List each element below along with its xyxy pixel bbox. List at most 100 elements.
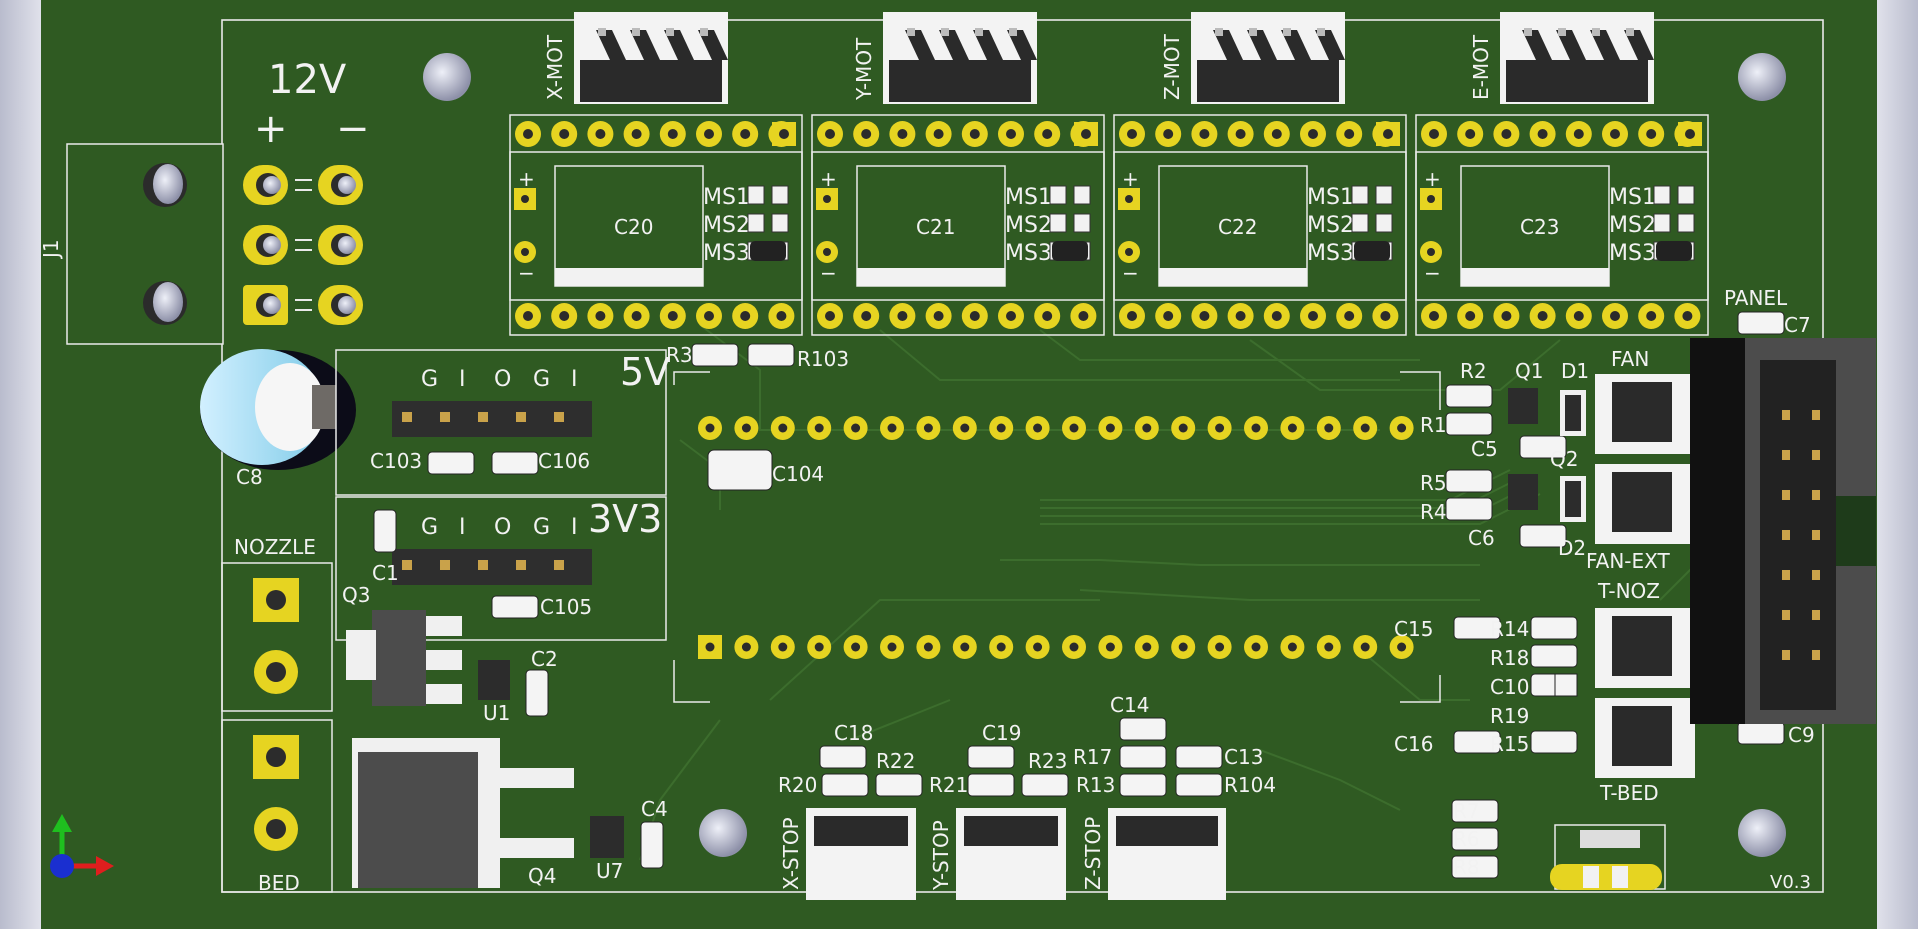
silk-boxes xyxy=(221,349,1441,893)
motor-label: Z-MOT xyxy=(1160,33,1184,100)
r13-label: R13 xyxy=(1076,773,1115,797)
motor-connector-2: Y-MOT xyxy=(852,12,1037,104)
motor-connector-1: X-MOT xyxy=(543,12,728,104)
r22-label: R22 xyxy=(876,749,915,773)
microstep-label-1: MS1 xyxy=(1307,185,1354,210)
stepper-drivers: +−C20MS1MS2MS3+−C21MS1MS2MS3+−C22MS1MS2M… xyxy=(509,114,1709,336)
q4-label: Q4 xyxy=(528,864,556,888)
header-3v3-pin-2: I xyxy=(459,515,466,540)
driver-plus-label: + xyxy=(1122,167,1139,191)
pcb-substrate xyxy=(41,0,1877,929)
r17-label: R17 xyxy=(1073,745,1112,769)
r104-label: R104 xyxy=(1224,773,1276,797)
microstep-label-1: MS1 xyxy=(1005,185,1052,210)
mcu-headers xyxy=(698,416,1414,659)
side-connectors xyxy=(1595,374,1695,778)
r7-label: R7 xyxy=(1453,799,1480,823)
driver-minus-label: − xyxy=(1122,261,1139,285)
q3-label: Q3 xyxy=(342,583,370,607)
header-5v-pin-3: O xyxy=(494,367,511,392)
c19-label: C19 xyxy=(982,721,1021,745)
motor-connector-3: Z-MOT xyxy=(1160,12,1345,104)
microstep-label-3: MS3 xyxy=(1005,241,1052,266)
capacitor-c8 xyxy=(200,349,356,470)
c4-label: C4 xyxy=(641,797,668,821)
r6-label: R6 xyxy=(1453,827,1480,851)
microstep-label-2: MS2 xyxy=(1005,213,1052,238)
driver-cap-label: C23 xyxy=(1520,215,1559,239)
minus-label: − xyxy=(336,106,370,152)
header-3v3-pin-4: G xyxy=(533,515,550,540)
r23-label: R23 xyxy=(1028,749,1067,773)
driver-cap-label: C20 xyxy=(614,215,653,239)
microstep-label-3: MS3 xyxy=(1307,241,1354,266)
microstep-label-1: MS1 xyxy=(703,185,750,210)
c2-label: C2 xyxy=(531,647,558,671)
r8-label: R8 xyxy=(1453,855,1480,879)
pin-headers xyxy=(392,401,592,585)
c1-label: C1 xyxy=(372,561,399,585)
c16-label: C16 xyxy=(1394,732,1433,756)
power-connector-j1 xyxy=(66,143,363,345)
heater-pads xyxy=(253,578,299,851)
driver-minus-label: − xyxy=(1424,261,1441,285)
d1-label: D1 xyxy=(1561,359,1589,383)
version-label: V0.3 xyxy=(1770,872,1811,893)
header-5v-pin-5: I xyxy=(571,367,578,392)
driver-plus-label: + xyxy=(518,167,535,191)
c105-label: C105 xyxy=(540,595,592,619)
header-5v-pin-2: I xyxy=(459,367,466,392)
mounting-holes xyxy=(423,53,1786,857)
plus-label: + xyxy=(254,106,288,152)
header-5v-pin-4: G xyxy=(533,367,550,392)
d2-label: D2 xyxy=(1558,536,1586,560)
header-3v3-pin-3: O xyxy=(494,515,511,540)
y-stop-label: Y-STOP xyxy=(929,820,953,891)
z-stop-label: Z-STOP xyxy=(1081,817,1105,890)
r20-label: R20 xyxy=(778,773,817,797)
c7-label: C7 xyxy=(1784,313,1811,337)
voltage-label: 12V xyxy=(268,57,347,103)
t-noz-label: T-NOZ xyxy=(1597,579,1660,603)
regulators xyxy=(346,388,1586,888)
driver-plus-label: + xyxy=(820,167,837,191)
c18-label: C18 xyxy=(834,721,873,745)
motor-label: X-MOT xyxy=(543,34,567,100)
c10-label: C10 xyxy=(1490,675,1529,699)
r3-label: R3 xyxy=(666,343,693,367)
motor-connector-4: E-MOT xyxy=(1469,12,1654,104)
r103-label: R103 xyxy=(797,347,849,371)
c13-label: C13 xyxy=(1224,745,1263,769)
c103-label: C103 xyxy=(370,449,422,473)
motor-connectors: X-MOT Y-MOT Z-MOT E-MOT xyxy=(543,12,1654,104)
c5-label: C5 xyxy=(1471,437,1498,461)
axis-gizmo xyxy=(50,814,114,878)
x-stop-label: X-STOP xyxy=(779,817,803,890)
prog-header xyxy=(1550,824,1666,890)
c15-label: C15 xyxy=(1394,617,1433,641)
motor-label: E-MOT xyxy=(1469,34,1493,100)
c6-label: C6 xyxy=(1468,526,1495,550)
driver-minus-label: − xyxy=(820,261,837,285)
t-bed-label: T-BED xyxy=(1599,781,1659,805)
microstep-label-3: MS3 xyxy=(703,241,750,266)
u7-label: U7 xyxy=(596,859,623,883)
c14-label: C14 xyxy=(1110,693,1149,717)
c104-label: C104 xyxy=(772,462,824,486)
panel-idc-connector xyxy=(1690,338,1876,724)
header-3v3-title: 3V3 xyxy=(588,497,662,541)
r2-label: R2 xyxy=(1460,359,1487,383)
r5-label: R5 xyxy=(1420,471,1447,495)
q1-label: Q1 xyxy=(1515,359,1543,383)
r18-label: R18 xyxy=(1490,646,1529,670)
panel-label: PANEL xyxy=(1724,286,1788,310)
bed-label: BED xyxy=(258,871,300,895)
c8-label: C8 xyxy=(236,465,263,489)
c9-label: C9 xyxy=(1788,723,1815,747)
